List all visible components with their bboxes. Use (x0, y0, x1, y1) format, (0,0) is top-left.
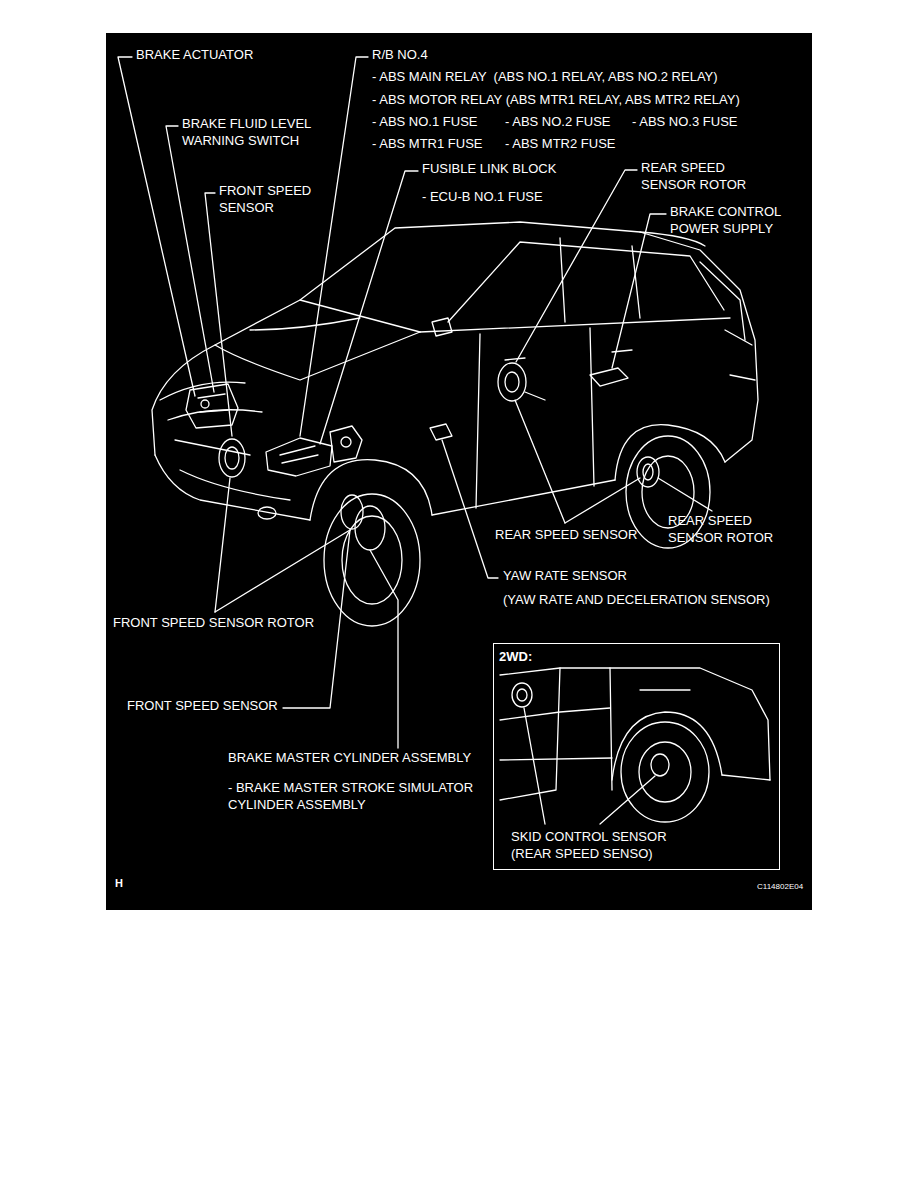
part-label: C114802E04 (757, 881, 803, 893)
part-label: - ABS MAIN RELAY (ABS NO.1 RELAY, ABS NO… (372, 68, 718, 85)
part-label: FRONT SPEED SENSOR (219, 182, 344, 216)
part-label: BRAKE MASTER CYLINDER ASSEMBLY (228, 749, 471, 766)
part-label: - BRAKE MASTER STROKE SIMULATOR CYLINDER… (228, 779, 498, 813)
part-label: BRAKE CONTROL POWER SUPPLY (670, 203, 800, 237)
inset-heading: 2WD: (499, 648, 532, 665)
inset-box: 2WD: SKID CONTROL SENSOR (REAR SPEED SENS… (493, 643, 780, 870)
part-label: - ABS MTR2 FUSE (505, 135, 616, 152)
part-label: BRAKE FLUID LEVEL WARNING SWITCH (182, 115, 342, 149)
part-label: FRONT SPEED SENSOR (127, 697, 278, 714)
part-label: YAW RATE SENSOR (503, 567, 627, 584)
part-label: - ABS MOTOR RELAY (ABS MTR1 RELAY, ABS M… (372, 91, 740, 108)
part-label: BRAKE ACTUATOR (136, 46, 253, 63)
part-label: REAR SPEED SENSOR ROTOR (641, 159, 761, 193)
part-label: H (115, 876, 123, 891)
part-label: SKID CONTROL SENSOR (REAR SPEED SENSO) (511, 828, 691, 862)
part-label: REAR SPEED SENSOR ROTOR (668, 512, 788, 546)
part-label: REAR SPEED SENSOR (495, 526, 637, 543)
part-label: - ECU-B NO.1 FUSE (422, 188, 543, 205)
part-label: (YAW RATE AND DECELERATION SENSOR) (503, 591, 770, 608)
part-label: - ABS NO.2 FUSE (505, 113, 610, 130)
part-label: - ABS NO.3 FUSE (632, 113, 737, 130)
part-label: R/B NO.4 (372, 46, 428, 63)
part-label: FRONT SPEED SENSOR ROTOR (113, 614, 314, 631)
part-label: - ABS NO.1 FUSE (372, 113, 477, 130)
part-label: - ABS MTR1 FUSE (372, 135, 483, 152)
part-label: FUSIBLE LINK BLOCK (422, 160, 556, 177)
